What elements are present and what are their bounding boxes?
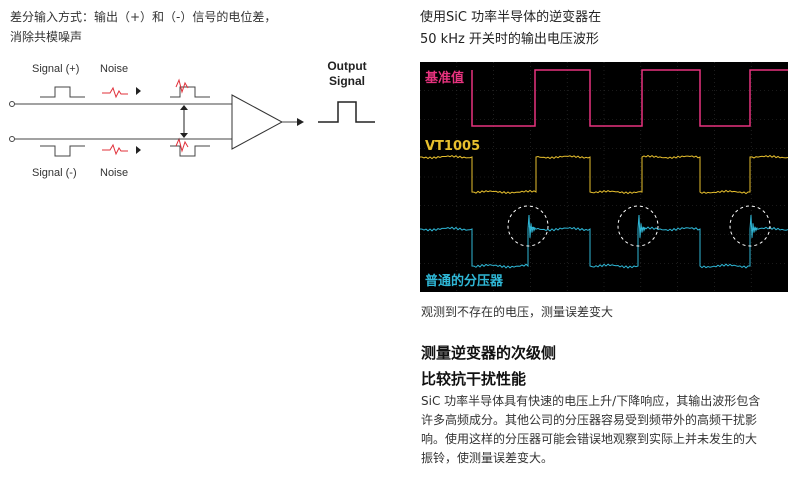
section-heading-line1: 测量逆变器的次级侧 — [421, 344, 557, 362]
scope-grid — [420, 62, 788, 292]
combined-plus-pulse — [170, 86, 210, 98]
diagram-heading-line1: 差分输入方式：输出（+）和（-）信号的电位差， — [10, 10, 277, 24]
vt1005-trace-label: VT1005 — [425, 139, 480, 154]
input-plus-terminal — [9, 101, 15, 107]
section-body-line-1: SiC 功率半导体具有快速的电压上升/下降响应，其输出波形包含 — [421, 394, 761, 408]
signal-minus-label: Signal (-) — [32, 167, 77, 179]
amplifier-icon — [231, 94, 284, 150]
arrow-up-icon — [180, 105, 188, 110]
section-body-line-3: 响。使用这样的分压器可能会错误地观察到实际上并未发生的大 — [421, 432, 758, 446]
combined-plus-noise — [175, 78, 189, 94]
output-signal-label-line1: Output — [327, 59, 366, 73]
section-heading-line2: 比较抗干扰性能 — [421, 370, 527, 388]
section-body: SiC 功率半导体具有快速的电压上升/下降响应，其输出波形包含 许多高频成分。其… — [421, 392, 791, 468]
reference-trace-label: 基准值 — [424, 70, 464, 86]
arrow-right-icon-top — [136, 87, 141, 95]
output-signal-pulse — [318, 101, 375, 123]
reference-trace — [471, 69, 788, 127]
divider-trace-label: 普通的分压器 — [425, 273, 504, 289]
differential-input-diagram: Signal (+) Noise Signal (-) Noise Output… — [9, 59, 375, 179]
vt1005-trace — [420, 154, 788, 195]
signal-plus-label: Signal (+) — [32, 63, 79, 75]
arrow-down-icon — [180, 133, 188, 138]
section-body-line-2: 许多高频成分。其他公司的分压器容易受到频带外的高频干扰影 — [421, 413, 758, 427]
ringing-highlight-1 — [507, 205, 549, 247]
scope-title: 使用SiC 功率半导体的逆变器在 50 kHz 开关时的输出电压波形 — [420, 7, 790, 51]
noise-label-top: Noise — [100, 63, 128, 75]
signal-minus-pulse — [40, 145, 85, 157]
section-body-line-4: 振铃，使测量误差变大。 — [421, 451, 554, 465]
scope-title-line2: 50 kHz 开关时的输出电压波形 — [420, 32, 599, 47]
arrow-right-icon-output — [297, 118, 304, 126]
divider-trace — [420, 214, 788, 269]
diagram-heading-line2: 消除共模噪声 — [10, 30, 83, 44]
section-heading: 测量逆变器的次级侧 比较抗干扰性能 — [421, 340, 791, 392]
oscilloscope-waveform: 基准值 VT1005 普通的分压器 — [420, 62, 788, 292]
combined-minus-noise — [175, 137, 189, 153]
noise-plus-spike — [102, 86, 128, 99]
scope-title-line1: 使用SiC 功率半导体的逆变器在 — [420, 10, 602, 25]
output-signal-label-line2: Signal — [329, 74, 365, 88]
ringing-highlight-3 — [729, 205, 771, 247]
signal-plus-pulse — [40, 86, 85, 98]
scope-caption: 观测到不存在的电压，测量误差变大 — [421, 305, 614, 319]
input-minus-terminal — [9, 136, 15, 142]
arrow-right-icon-bottom — [136, 146, 141, 154]
ringing-highlight-2 — [617, 205, 659, 247]
noise-minus-spike — [102, 143, 128, 156]
noise-label-bottom: Noise — [100, 167, 128, 179]
diagram-heading: 差分输入方式：输出（+）和（-）信号的电位差， 消除共模噪声 — [10, 7, 330, 47]
combined-minus-pulse — [170, 145, 210, 157]
